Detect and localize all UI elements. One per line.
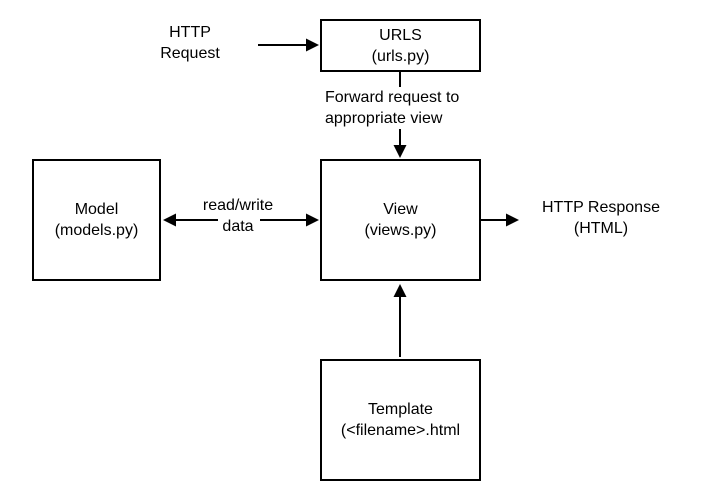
node-template: Template (<filename>.html	[320, 359, 481, 481]
node-urls: URLS (urls.py)	[320, 19, 481, 72]
node-urls-subtitle: (urls.py)	[371, 47, 430, 65]
arrow-template-to-view	[393, 284, 407, 357]
node-view-title: View	[383, 201, 418, 218]
label-read-write-data: read/write data	[202, 197, 274, 235]
label-http-response: HTTP Response (HTML)	[542, 199, 660, 237]
arrow-view-to-response	[481, 213, 519, 227]
node-view-subtitle: (views.py)	[364, 222, 437, 239]
arrow-request-to-urls	[258, 38, 319, 52]
node-template-subtitle: (<filename>.html	[340, 422, 461, 439]
arrow-model-view-bidirectional	[163, 213, 319, 227]
node-model: Model (models.py)	[32, 159, 161, 281]
node-model-subtitle: (models.py)	[54, 222, 139, 239]
node-model-title: Model	[74, 201, 119, 218]
node-view: View (views.py)	[320, 159, 481, 281]
label-http-request: HTTP Request	[160, 24, 220, 62]
node-template-title: Template	[368, 401, 433, 418]
node-urls-title: URLS	[379, 26, 422, 44]
label-forward-request: Forward request to appropriate view	[325, 87, 462, 129]
